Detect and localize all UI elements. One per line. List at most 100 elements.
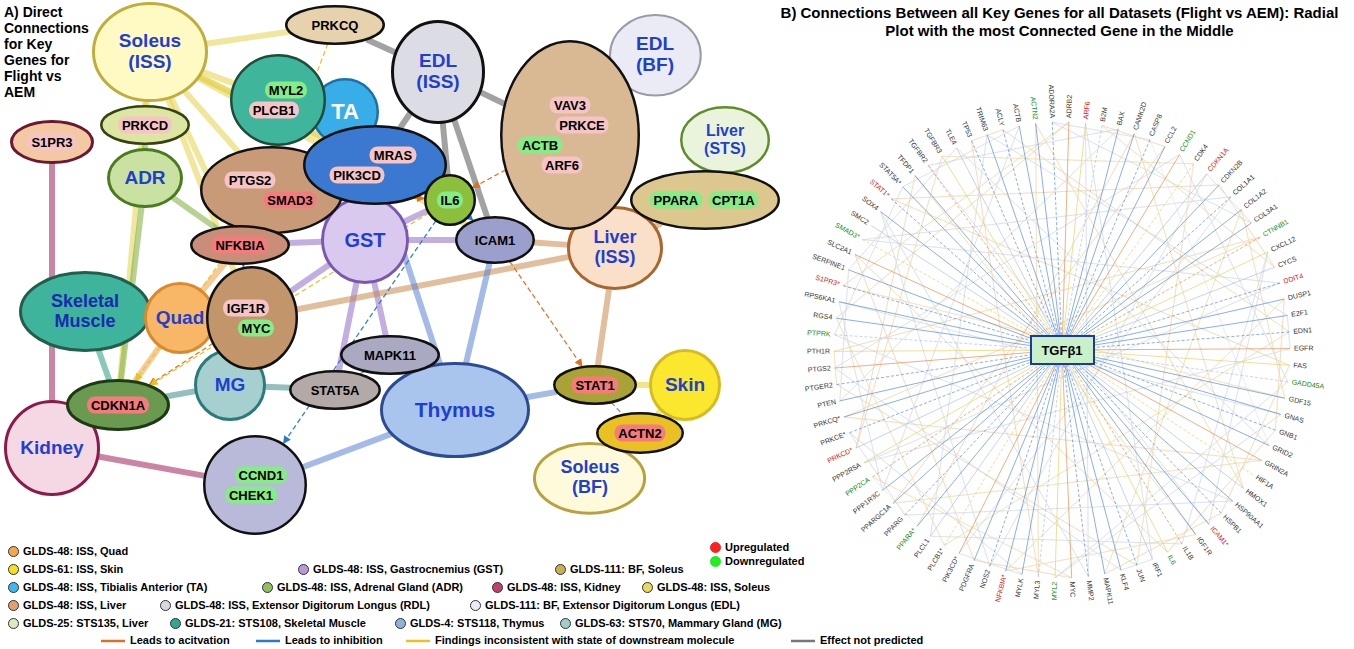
legend-item: GLDS-48: ISS, Quad <box>8 545 128 558</box>
gene-label-slot: IL1B <box>1181 545 1195 561</box>
connector <box>367 39 396 52</box>
tissue-name: TA <box>331 100 359 124</box>
background-chord <box>928 165 1209 524</box>
gene-label-slot: ACTN2 <box>1029 96 1040 120</box>
gene-label-slot: ACLY <box>993 108 1005 127</box>
gene-name: PLCB1 <box>249 102 300 119</box>
background-chord <box>944 332 1289 545</box>
ring-gene-label: TGFBR3 <box>922 127 943 155</box>
hub-spoke <box>959 350 1062 553</box>
connector <box>166 391 196 396</box>
ellipse-shape <box>191 226 289 264</box>
legend-text: GLDS-63: STS70, Mammary Gland (MG) <box>575 617 782 630</box>
hub-gene-box: TGFβ1 <box>1030 335 1095 365</box>
gene-ellipse: MAPK11 <box>340 335 440 375</box>
gene-name: SMAD3 <box>263 192 317 209</box>
ring-gene-label: DDIT4 <box>1283 272 1305 286</box>
ring-gene-label: CDK4 <box>1193 143 1210 163</box>
node-content: PPARACPT1A <box>650 192 761 209</box>
hub-spoke <box>834 350 1062 351</box>
ring-gene-label: MMP2 <box>1085 580 1095 601</box>
gene-label-slot: PRKCQ* <box>813 414 842 430</box>
node-content: CCND1CHEK1 <box>228 467 282 504</box>
gene-name: IGF1R <box>223 300 269 317</box>
gene-label-slot: IGF1R <box>1195 536 1214 557</box>
gene-label-slot: CYCS <box>1277 255 1298 270</box>
gene-label-slot: MYL2 <box>1050 582 1059 601</box>
gene-label-slot: JUN <box>1134 568 1146 583</box>
hub-spoke <box>1062 350 1152 559</box>
gene-label-slot: ACTB <box>1011 103 1022 123</box>
hub-spoke <box>1062 350 1196 535</box>
gene-label-slot: SMC2 <box>849 209 870 226</box>
gene-ellipse: IL6 <box>424 174 476 226</box>
hub-spoke <box>1062 350 1167 552</box>
background-chord <box>839 302 1281 415</box>
ring-gene-label: CCL2 <box>1163 125 1178 145</box>
hub-spoke <box>1062 315 1287 350</box>
ring-gene-label: STAT5A* <box>877 161 902 187</box>
tissue-name: Skin <box>665 375 705 396</box>
ellipse-shape <box>290 371 380 409</box>
gene-label-slot: GADD45A <box>1291 378 1324 390</box>
hub-spoke <box>1062 350 1221 513</box>
gene-ellipse: STAT5A <box>289 370 381 410</box>
panel-title-slot: A) Direct Connections for Key Genes for … <box>4 4 96 100</box>
ring-gene-label: GRIN2A <box>1263 459 1290 479</box>
legend-text: GLDS-48: ISS, Liver <box>23 599 126 612</box>
tissue-name: Skeletal Muscle <box>39 292 130 332</box>
ellipse-shape <box>341 336 439 374</box>
ellipse-shape <box>94 4 207 101</box>
panel-title-slot: B) Connections Between all Key Genes for… <box>772 4 1347 40</box>
ring-gene-label: CCND1 <box>1178 129 1197 154</box>
ring-gene-label: RPS6KA1 <box>804 290 837 304</box>
gene-name: PRKCD <box>118 117 172 134</box>
hub-spoke <box>903 187 1062 350</box>
gene-label-slot: GNAS <box>1283 412 1304 425</box>
hub-spoke <box>873 350 1062 477</box>
legend-swatch <box>8 600 19 611</box>
hub-spoke <box>1062 223 1251 350</box>
gene-label-slot: B2M <box>1099 107 1109 123</box>
ring-gene-label: CAMK2D <box>1132 101 1149 131</box>
hub-spoke <box>1062 134 1134 350</box>
gene-label-slot: TFDP1 <box>895 153 915 175</box>
node-content: Skin <box>664 375 706 396</box>
hub-spoke <box>1062 350 1262 460</box>
node-content: PTGS2SMAD3 <box>245 172 300 209</box>
ring-gene-label: COL1A2 <box>1242 187 1268 210</box>
panel-title: A) Direct Connections for Key Genes for … <box>4 4 96 100</box>
legend-text: GLDS-111: BF, Soleus <box>570 563 684 576</box>
ring-gene-label: TP53 <box>960 120 974 139</box>
ellipse-shape <box>6 402 99 495</box>
hub-spoke <box>957 148 1062 350</box>
legend-text: GLDS-111: BF, Extensor Digitorum Longus … <box>485 599 740 612</box>
line-sample-stroke <box>256 639 280 642</box>
ring-gene-label: BAX <box>1115 111 1126 127</box>
ring-gene-label: FAS <box>1293 362 1307 371</box>
hub-spoke <box>1022 350 1062 574</box>
gene-label-slot: DUSP1 <box>1287 289 1312 302</box>
background-chord <box>891 199 1289 365</box>
node-content: ADR <box>124 168 167 189</box>
gene-label-slot: IL6 <box>1166 554 1178 566</box>
connector <box>400 113 411 129</box>
ellipse-shape <box>304 126 446 204</box>
gene-label-slot: PRKCE* <box>819 430 847 447</box>
gene-label-slot: E2F1 <box>1291 308 1309 318</box>
hub-spoke <box>844 350 1062 417</box>
hub-spoke <box>1062 129 1118 350</box>
ellipse-shape <box>101 106 189 144</box>
legend-swatch <box>298 564 309 575</box>
hub-spoke <box>1062 155 1180 350</box>
gene-label-slot: PTGER2 <box>804 381 833 393</box>
legend-swatch <box>710 542 721 553</box>
hub-spoke <box>944 350 1062 545</box>
gene-ellipse: VAV3PRKCEACTBARF6 <box>500 40 640 230</box>
legend-text: Leads to inhibition <box>285 634 383 647</box>
connector <box>480 92 505 104</box>
background-chord <box>1036 124 1244 489</box>
ring-gene-label: PTPRK <box>807 329 831 339</box>
ring-gene-label: HSPB1 <box>1221 513 1243 535</box>
ring-gene-label: PDGFRA <box>958 563 977 593</box>
